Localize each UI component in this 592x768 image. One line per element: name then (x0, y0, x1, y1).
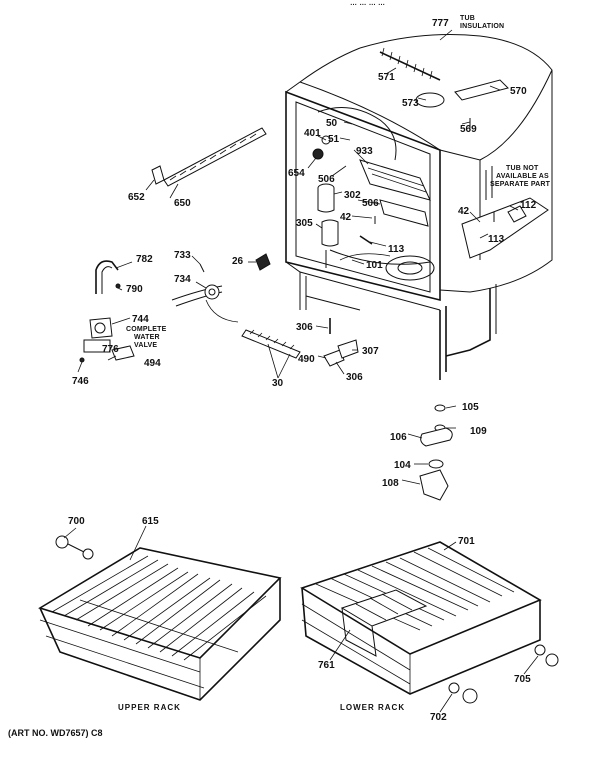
label-113-b: 113 (488, 234, 505, 245)
label-700: 700 (68, 516, 85, 527)
label-702: 702 (430, 712, 447, 723)
label-733: 733 (174, 250, 191, 261)
label-652: 652 (128, 192, 145, 203)
part-labels: 777 TUB INSULATION 571 573 570 569 50 51… (68, 15, 551, 723)
label-701: 701 (458, 536, 475, 547)
header-fragment: … … … … (350, 0, 385, 7)
label-654: 654 (288, 168, 305, 179)
label-101: 101 (366, 260, 383, 271)
label-571: 571 (378, 72, 395, 83)
caption-lower-rack: LOWER RACK (340, 703, 405, 712)
label-790: 790 (126, 284, 143, 295)
label-573: 573 (402, 98, 419, 109)
label-302: 302 (344, 190, 361, 201)
note-tub-insulation-2: INSULATION (460, 23, 504, 30)
caption-upper-rack: UPPER RACK (118, 703, 181, 712)
label-109: 109 (470, 426, 487, 437)
label-306-b: 306 (346, 372, 363, 383)
label-106: 106 (390, 432, 407, 443)
label-650: 650 (174, 198, 191, 209)
leader-lines (63, 29, 539, 713)
label-30: 30 (272, 378, 284, 389)
lower-rack (300, 541, 559, 704)
label-104: 104 (394, 460, 411, 471)
tub-assembly (285, 34, 553, 380)
label-113-a: 113 (388, 244, 405, 255)
note-complete-water-valve-2: WATER (134, 334, 160, 341)
label-782: 782 (136, 254, 153, 265)
label-26: 26 (232, 256, 244, 267)
label-494: 494 (144, 358, 161, 369)
label-506-b: 506 (362, 198, 379, 209)
note-tub-not-available-1: TUB NOT (506, 165, 539, 172)
label-777: 777 (432, 18, 449, 29)
label-108: 108 (382, 478, 399, 489)
label-506-a: 506 (318, 174, 335, 185)
label-50: 50 (326, 118, 338, 129)
art-number: (ART NO. WD7657) C8 (8, 728, 103, 738)
label-933: 933 (356, 146, 373, 157)
label-305: 305 (296, 218, 313, 229)
label-51: 51 (328, 134, 340, 145)
note-tub-not-available-3: SEPARATE PART (490, 181, 551, 188)
label-105: 105 (462, 402, 479, 413)
note-complete-water-valve-1: COMPLETE (126, 326, 167, 333)
note-complete-water-valve-3: VALVE (134, 342, 157, 349)
label-744: 744 (132, 314, 149, 325)
label-401: 401 (304, 128, 321, 139)
label-705: 705 (514, 674, 531, 685)
label-490: 490 (298, 354, 315, 365)
note-tub-insulation-1: TUB (460, 15, 475, 22)
label-776: 776 (102, 344, 119, 355)
label-306-a: 306 (296, 322, 313, 333)
label-746: 746 (72, 376, 89, 387)
arm-parts (419, 404, 453, 501)
upper-rack (38, 535, 282, 701)
label-615: 615 (142, 516, 159, 527)
label-42-b: 42 (458, 206, 470, 217)
label-734: 734 (174, 274, 191, 285)
label-307: 307 (362, 346, 379, 357)
label-569: 569 (460, 124, 477, 135)
label-570: 570 (510, 86, 527, 97)
label-42-a: 42 (340, 212, 352, 223)
left-parts (79, 127, 359, 367)
note-tub-not-available-2: AVAILABLE AS (496, 173, 549, 180)
label-761: 761 (318, 660, 335, 671)
label-112: 112 (520, 200, 537, 211)
